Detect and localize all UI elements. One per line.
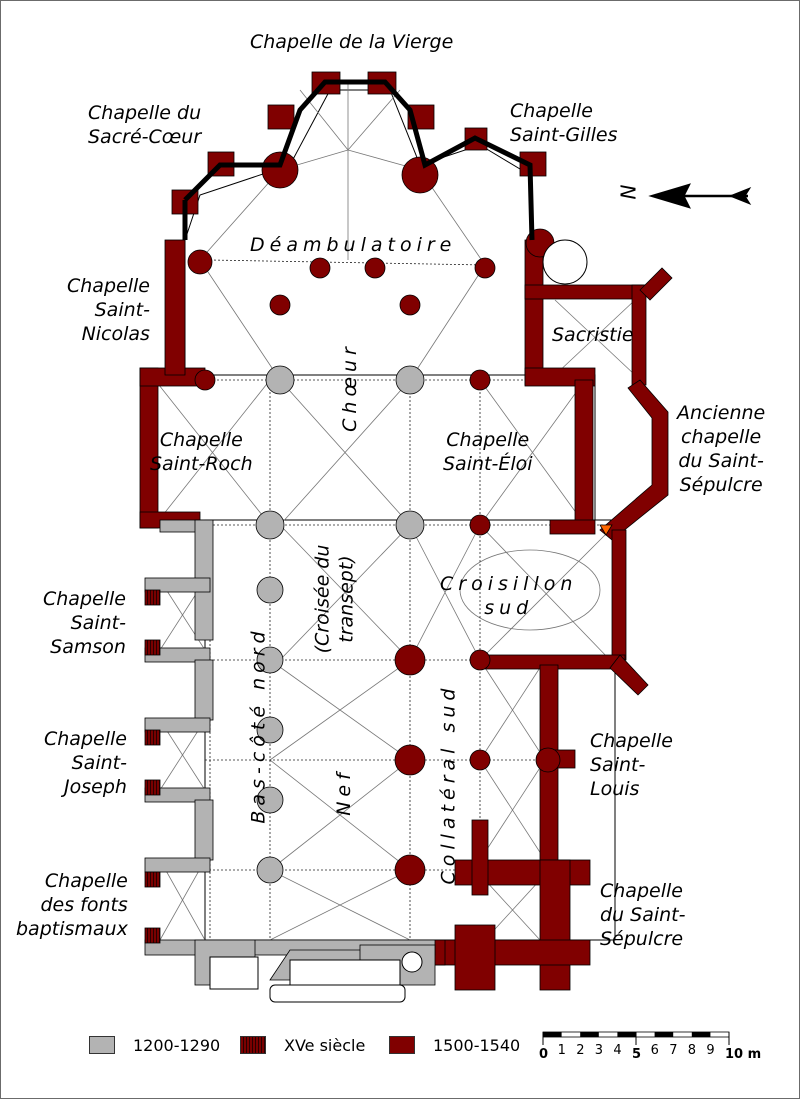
scale-bar <box>542 1031 730 1045</box>
label-chapelle-saint-samson: Chapelle Saint- Samson <box>43 588 126 658</box>
label-chapelle-saint-eloi: Chapelle Saint-Éloi <box>443 429 533 475</box>
scale-segment <box>617 1032 636 1037</box>
scale-tick-label: 1 <box>557 1043 566 1058</box>
legend-item-1500-1540: 1500-1540 <box>389 1034 520 1056</box>
label-deambulatoire: Déambulatoire <box>250 234 457 256</box>
label-chapelle-saint-roch: Chapelle Saint-Roch <box>150 429 253 475</box>
legend-label: 1500-1540 <box>433 1035 521 1055</box>
scale-tick-label: 6 <box>650 1043 659 1058</box>
legend-swatch-striped <box>240 1036 266 1054</box>
vault-ribs <box>154 80 636 941</box>
scale-segment <box>580 1032 599 1037</box>
label-collateral-sud: Collatéral sud <box>437 683 460 885</box>
legend-item-1200-1290: 1200-1290 <box>89 1034 220 1056</box>
label-chapelle-sacre-coeur: Chapelle du Sacré-Cœur <box>88 102 202 148</box>
scale-tick-label: 2 <box>576 1043 585 1058</box>
legend-swatch-red <box>389 1036 415 1054</box>
legend-label: 1200-1290 <box>133 1035 221 1055</box>
scale-tick-label: 10 m <box>725 1047 762 1062</box>
scale-tick-label: 7 <box>669 1043 678 1058</box>
label-chapelle-saint-joseph: Chapelle Saint- Joseph <box>44 728 127 798</box>
north-label: N <box>616 184 641 200</box>
north-arrow-icon <box>648 183 752 209</box>
scale-tick-label: 4 <box>613 1043 622 1058</box>
scale-tick-label: 8 <box>687 1043 697 1058</box>
label-bas-cote-nord: Bas-côté nord <box>247 626 270 824</box>
walls-1500-1540 <box>139 239 673 991</box>
label-chapelle-saint-nicolas: Chapelle Saint- Nicolas <box>67 275 150 345</box>
label-chapelle-saint-louis: Chapelle Saint- Louis <box>590 730 673 800</box>
scale-tick-label: 0 <box>539 1047 549 1062</box>
legend-item-xve-siecle: XVe siècle <box>240 1034 365 1056</box>
label-chapelle-fonts-baptismaux: Chapelle des fonts baptismaux <box>16 870 128 940</box>
walls-xve-siecle <box>144 589 161 944</box>
label-chapelle-saint-gilles: Chapelle Saint-Gilles <box>510 100 618 146</box>
legend-swatch-grey <box>89 1036 115 1054</box>
scale-tick-label: 9 <box>706 1043 715 1058</box>
label-choeur: Chœur <box>338 342 361 432</box>
portal-steps <box>209 239 588 1003</box>
label-ancienne-chapelle-saint-sepulcre: Ancienne chapelle du Saint- Sépulcre <box>677 402 766 496</box>
scale-segment <box>543 1032 562 1037</box>
label-croisillon-sud: Croisillon sud <box>440 573 578 619</box>
scale-tick-label: 5 <box>632 1047 642 1062</box>
legend-label: XVe siècle <box>284 1035 366 1055</box>
chevet-walls <box>182 79 535 241</box>
scale-segment <box>691 1032 711 1037</box>
label-sacristie: Sacristie <box>552 324 634 346</box>
label-nef: Nef <box>332 768 355 816</box>
scale-tick-label: 3 <box>594 1043 604 1058</box>
label-chapelle-vierge: Chapelle de la Vierge <box>250 31 454 53</box>
scale-segment <box>654 1032 674 1037</box>
label-croisee-du-transept: (Croisée du transept) <box>311 544 358 654</box>
label-chapelle-du-saint-sepulcre: Chapelle du Saint- Sépulcre <box>600 880 686 950</box>
